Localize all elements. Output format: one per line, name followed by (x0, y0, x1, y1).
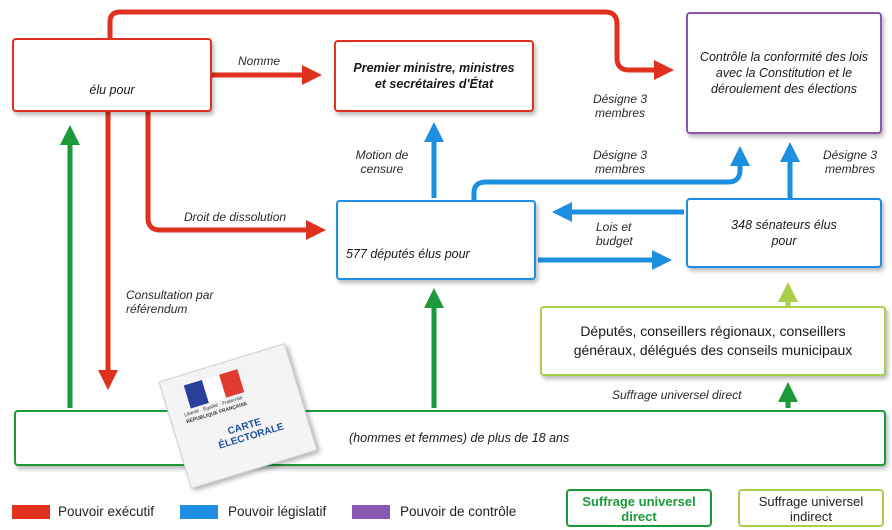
label-designe-president: Désigne 3 membres (592, 92, 648, 120)
legend-indirect-text: Suffrage universel indirect (758, 494, 864, 524)
label-dissolution: Droit de dissolution (184, 210, 287, 224)
legend-swatch-legislatif (180, 505, 218, 519)
card-title: CARTE ÉLECTORALE (217, 416, 286, 452)
arrow-dissolution (145, 112, 326, 240)
peuple-box: (hommes et femmes) de plus de 18 ans (14, 410, 886, 466)
grands-electeurs-box: Députés, conseillers régionaux, conseill… (540, 306, 886, 376)
gouvernement-box: Premier ministre, ministres et secrétair… (334, 40, 534, 112)
label-designe-an: Désigne 3 membres (592, 148, 648, 176)
peuple-text: (hommes et femmes) de plus de 18 ans (349, 431, 570, 445)
label-lois-budget: Lois et budget (596, 220, 633, 248)
label-suffrage-direct: Suffrage universel direct (612, 388, 742, 402)
arrow-president-conseil (107, 9, 674, 80)
label-designe-senat: Désigne 3 membres (822, 148, 878, 176)
legend-swatch-controle (352, 505, 390, 519)
legend-direct-text: Suffrage universel direct (582, 494, 696, 524)
president-text: élu pour (89, 83, 135, 97)
label-motion: Motion de censure (355, 148, 409, 176)
legend-swatch-executif (12, 505, 50, 519)
label-nomme: Nomme (238, 54, 281, 68)
conseil-text: Contrôle la conformité des lois avec la … (699, 50, 869, 96)
senat-text: 348 sénateurs élus pour (731, 218, 837, 248)
legend-legislatif: Pouvoir législatif (228, 504, 327, 519)
gouvernement-text: Premier ministre, ministres et secrétair… (353, 61, 515, 91)
conseil-box: Contrôle la conformité des lois avec la … (686, 12, 882, 134)
assemblee-text: 577 députés élus pour (346, 247, 470, 261)
legend-executif: Pouvoir exécutif (58, 504, 155, 519)
assemblee-box: 577 députés élus pour (336, 200, 536, 280)
legend-controle: Pouvoir de contrôle (400, 504, 517, 519)
label-consultation: Consultation par référendum (126, 288, 214, 316)
grands-electeurs-text: Députés, conseillers régionaux, conseill… (573, 323, 853, 358)
legend-indirect: Suffrage universel indirect (738, 489, 884, 527)
president-box: élu pour (12, 38, 212, 112)
arrow-an-conseil (471, 146, 750, 206)
senat-box: 348 sénateurs élus pour (686, 198, 882, 268)
legend-direct: Suffrage universel direct (566, 489, 712, 527)
